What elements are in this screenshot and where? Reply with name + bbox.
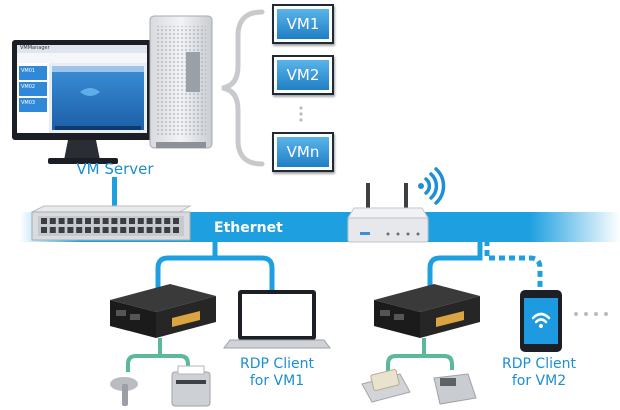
vm-box-2: VM2 — [272, 55, 334, 95]
barcode-scanner-icon — [110, 377, 138, 406]
more-devices-ellipsis — [574, 312, 608, 316]
ethernet-label: Ethernet — [214, 220, 283, 236]
vm-manager-title: VMManager — [20, 45, 50, 51]
switch-port — [129, 227, 135, 233]
switch-port — [76, 218, 83, 224]
switch-port — [137, 227, 144, 233]
network-switch — [31, 205, 192, 241]
switch-port — [164, 218, 171, 224]
switch-port — [102, 227, 109, 233]
switch-port — [173, 227, 179, 233]
ethernet-label-group: Ethernet — [214, 220, 283, 236]
switch-port — [120, 227, 127, 233]
switch-port — [155, 218, 162, 224]
tablet — [520, 290, 562, 352]
vm-server-tower — [149, 15, 213, 149]
vm-list-item: VM03 — [21, 100, 36, 106]
switch-port — [85, 227, 91, 233]
laptop — [223, 290, 331, 349]
rdp-client-vm2-line2: for VM2 — [511, 372, 567, 389]
rdp-client-vm1-line1: RDP Client — [240, 356, 314, 372]
switch-port — [102, 218, 109, 224]
rdp-client-vm1-label: RDP Client for VM1 — [222, 356, 332, 390]
payment-terminal-icon — [433, 373, 477, 405]
rdp-client-box-vm2 — [374, 284, 480, 338]
vm-box-label: VM2 — [277, 60, 329, 90]
switch-port — [146, 218, 153, 224]
vm-group-brace — [221, 9, 265, 167]
vm-box-n: VMn — [272, 132, 334, 172]
vm-box-1: VM1 — [272, 4, 334, 44]
client-cables-right — [427, 240, 543, 290]
rdp-client-vm2-label: RDP Client for VM2 — [484, 356, 594, 390]
switch-port — [41, 227, 47, 233]
switch-port — [49, 218, 56, 224]
card-reader-icon — [361, 369, 411, 403]
switch-port — [41, 218, 47, 224]
switch-port — [146, 227, 153, 233]
rdp-client-vm1-line2: for VM1 — [249, 372, 305, 389]
usb-cables-left — [126, 338, 190, 372]
switch-port — [67, 218, 74, 224]
switch-port — [129, 218, 135, 224]
client-cables-left — [155, 240, 275, 290]
usb-cables-right — [386, 338, 454, 372]
rdp-client-vm2-line1: RDP Client — [502, 356, 576, 372]
switch-port — [120, 218, 127, 224]
wifi-signal-icon — [418, 167, 446, 205]
switch-port — [164, 227, 171, 233]
switch-port — [49, 227, 56, 233]
switch-port — [85, 218, 91, 224]
vm-box-label: VM1 — [277, 9, 329, 39]
switch-port — [155, 227, 162, 233]
switch-port — [93, 227, 100, 233]
switch-port — [111, 227, 118, 233]
rdp-client-box-vm1 — [110, 284, 216, 338]
switch-port — [76, 227, 83, 233]
vm-list-item: VM01 — [21, 68, 36, 74]
switch-port — [93, 218, 100, 224]
wireless-router — [347, 183, 429, 243]
switch-port — [67, 227, 74, 233]
server-uplink-cable — [112, 177, 117, 211]
switch-port — [137, 218, 144, 224]
receipt-printer-icon — [171, 365, 211, 407]
switch-port — [58, 218, 65, 224]
switch-port — [111, 218, 118, 224]
vm-list-item: VM02 — [21, 84, 36, 90]
vm-box-label: VMn — [277, 137, 329, 167]
vm-server-label: VM Server — [76, 160, 154, 178]
switch-port — [58, 227, 65, 233]
vm-ellipsis — [299, 106, 303, 122]
vm-server-monitor — [12, 40, 152, 164]
switch-port — [173, 218, 179, 224]
